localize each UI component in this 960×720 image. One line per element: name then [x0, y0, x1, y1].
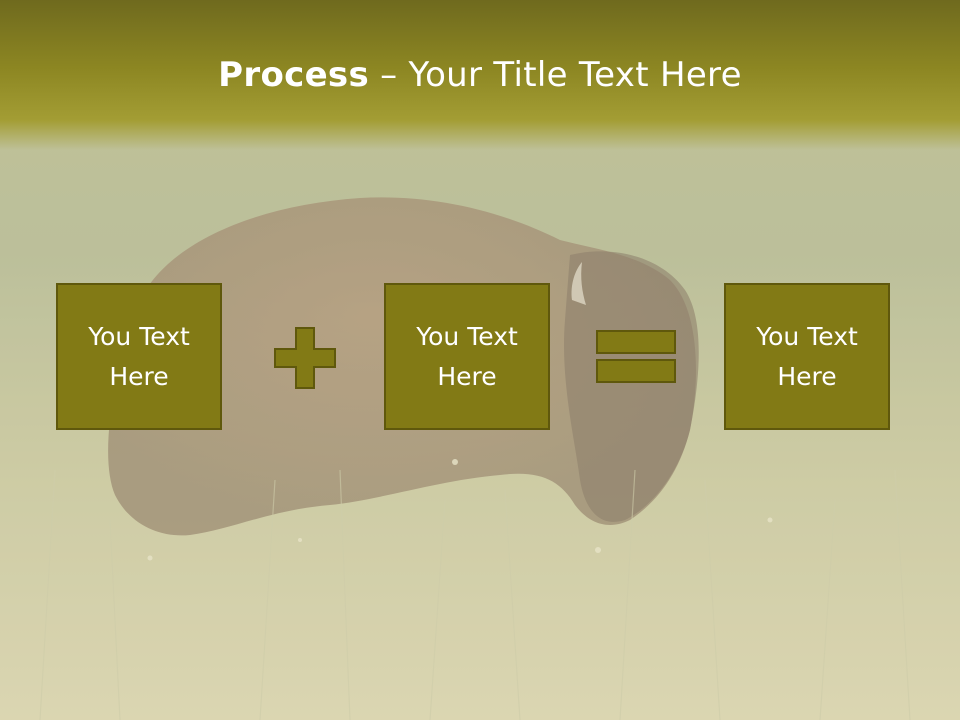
- process-box-1-label: You Text Here: [88, 321, 190, 391]
- equals-icon: [596, 330, 676, 383]
- title-bar: [0, 0, 960, 150]
- title-rest: Your Title Text Here: [408, 55, 742, 95]
- process-box-1[interactable]: You Text Here: [56, 283, 222, 430]
- process-box-2-label: You Text Here: [416, 321, 518, 391]
- process-box-3[interactable]: You Text Here: [724, 283, 890, 430]
- title-bold: Process: [218, 55, 370, 95]
- title-separator: –: [369, 55, 409, 95]
- slide-title: Process – Your Title Text Here: [0, 50, 960, 100]
- process-box-2[interactable]: You Text Here: [384, 283, 550, 430]
- plus-icon: [274, 327, 336, 389]
- process-box-3-label: You Text Here: [756, 321, 858, 391]
